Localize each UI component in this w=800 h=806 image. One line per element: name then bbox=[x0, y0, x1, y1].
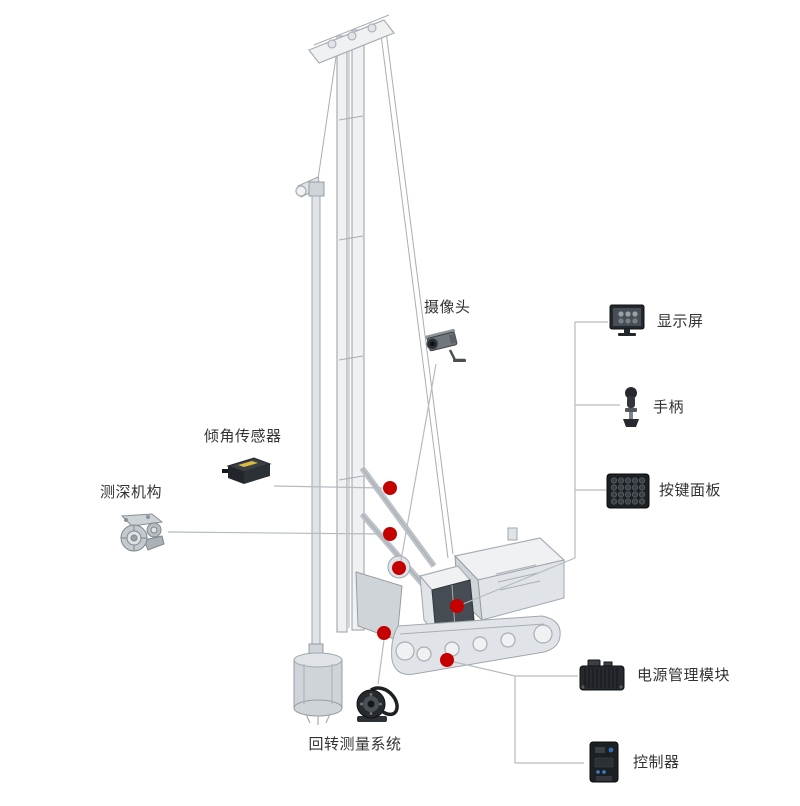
connector-rotation-system bbox=[377, 639, 385, 685]
callout-display: 显示屏 bbox=[608, 304, 704, 340]
rotary-encoder-icon bbox=[356, 686, 399, 722]
callout-keypad: 按键面板 bbox=[606, 472, 721, 510]
controller-label: 控制器 bbox=[633, 754, 680, 771]
drilling-rig-illustration bbox=[293, 14, 566, 725]
joystick-icon bbox=[623, 387, 639, 427]
keypad-label: 按键面板 bbox=[659, 482, 722, 499]
tilt-sensor-icon bbox=[222, 457, 272, 484]
monitor-icon bbox=[609, 304, 645, 336]
connector-bottom-right-group bbox=[449, 660, 584, 764]
handle-label: 手柄 bbox=[653, 399, 685, 416]
power-module-label: 电源管理模块 bbox=[637, 667, 731, 684]
callout-power-module: 电源管理模块 bbox=[578, 658, 730, 694]
connector-tilt-sensor bbox=[273, 485, 384, 489]
power-module-icon bbox=[579, 659, 625, 691]
controller-icon bbox=[589, 741, 619, 783]
callout-depth-mechanism: 测深机构 bbox=[100, 484, 168, 558]
tilt-sensor-label: 倾角传感器 bbox=[204, 428, 282, 445]
rotation-system-label: 回转测量系统 bbox=[308, 736, 402, 753]
callout-camera: 摄像头 bbox=[424, 299, 471, 369]
callout-controller: 控制器 bbox=[584, 740, 680, 786]
callout-rotation-system: 回转测量系统 bbox=[295, 682, 415, 754]
connector-camera bbox=[399, 363, 437, 567]
callout-tilt-sensor: 倾角传感器 bbox=[204, 428, 282, 488]
display-label: 显示屏 bbox=[657, 313, 704, 330]
camera-icon bbox=[425, 328, 466, 362]
camera-label: 摄像头 bbox=[424, 299, 471, 316]
callout-handle: 手柄 bbox=[620, 386, 684, 430]
connector-lines bbox=[167, 321, 620, 764]
depth-mechanism-label: 测深机构 bbox=[100, 484, 163, 501]
connector-right-group bbox=[462, 321, 620, 605]
connector-depth-mechanism bbox=[167, 531, 384, 535]
keypad-icon bbox=[606, 473, 650, 509]
depth-mechanism-icon bbox=[120, 513, 165, 552]
